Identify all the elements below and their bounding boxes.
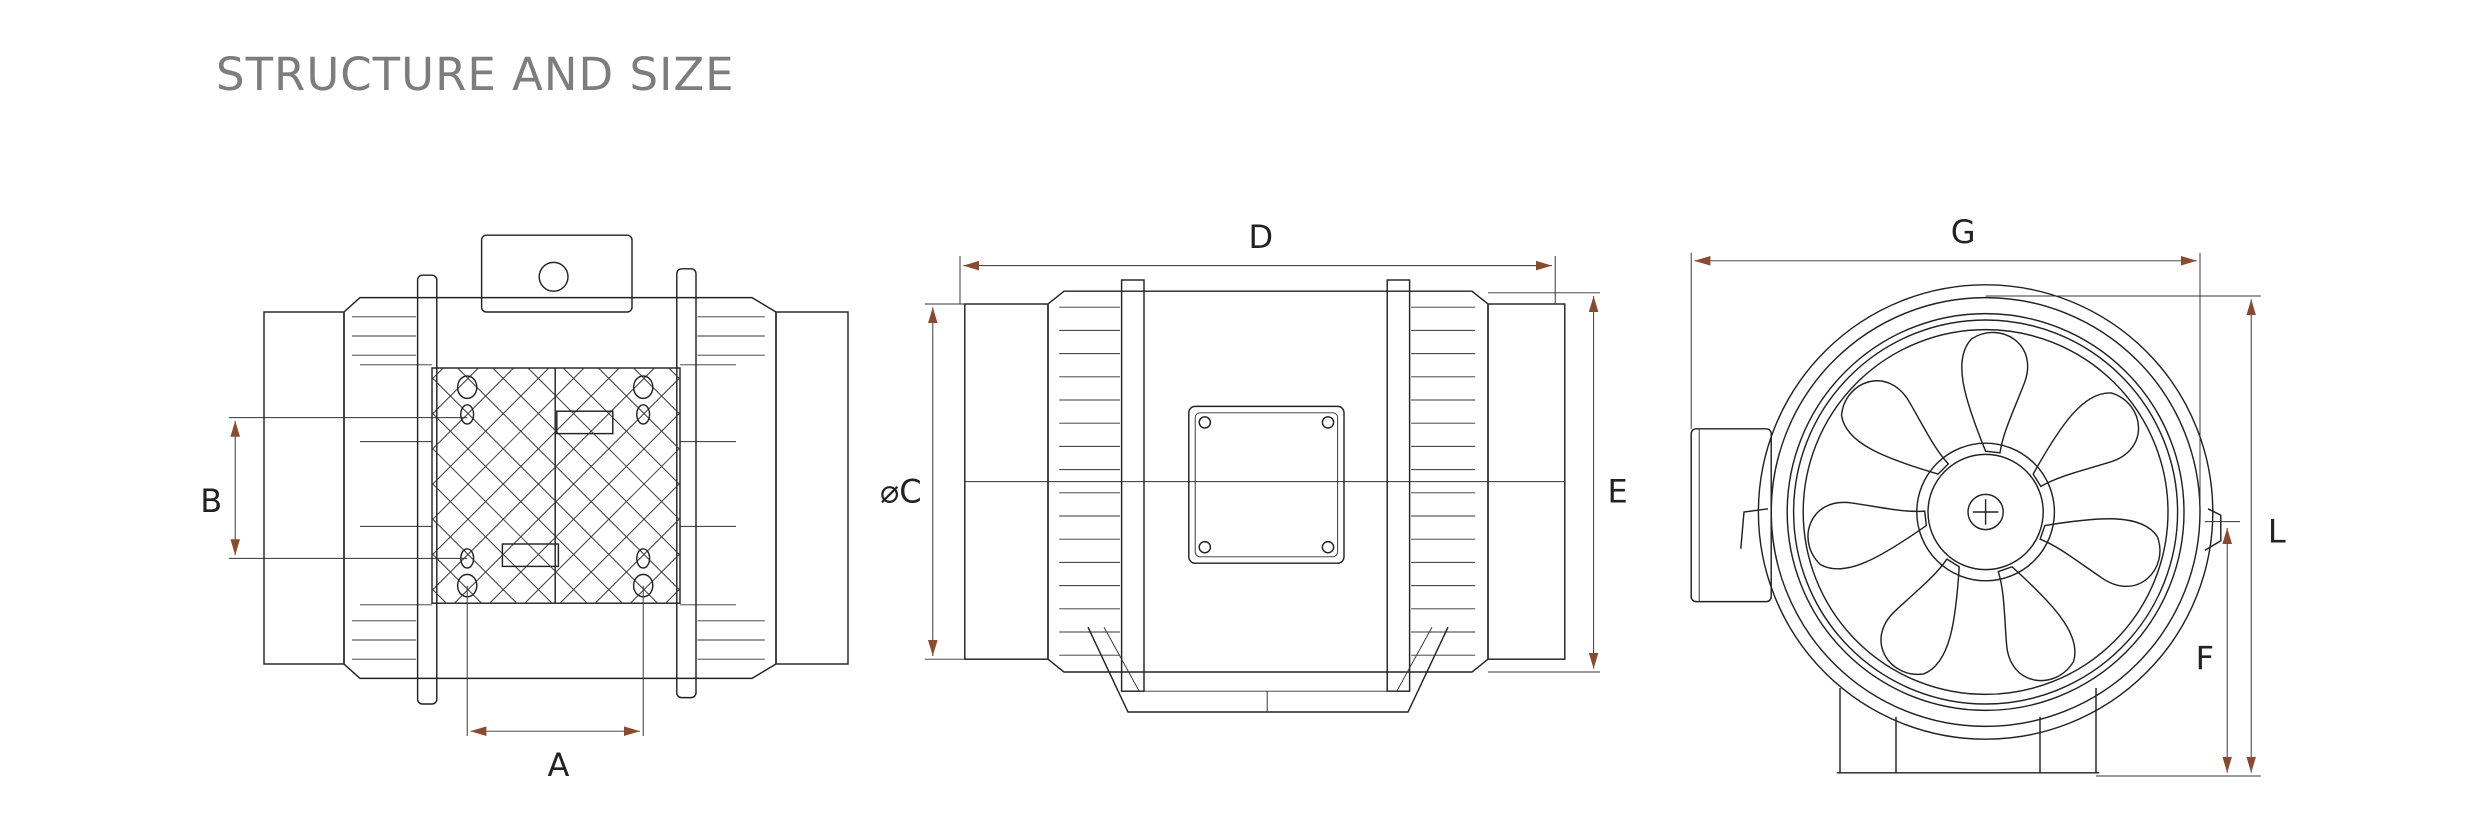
latch-bottom — [501, 543, 560, 568]
terminal-box — [1188, 405, 1345, 564]
fan-blade — [2032, 392, 2140, 488]
dimension-l-label: L — [2268, 512, 2286, 550]
dimension-f-label: F — [2196, 639, 2214, 677]
latch-top — [556, 410, 614, 435]
cable-gland — [538, 261, 569, 292]
fan-blade — [1880, 558, 1960, 675]
bottom-view: B A — [200, 234, 849, 784]
mounting-plate-grid — [432, 368, 680, 604]
fan-housing — [343, 296, 777, 680]
housing-ribs — [1059, 306, 1476, 656]
grid-line — [594, 517, 680, 604]
left-duct-collar — [263, 311, 345, 665]
fan-housing — [1047, 290, 1489, 673]
grid-line — [492, 368, 680, 556]
grid-line — [527, 368, 680, 521]
side-clip — [2204, 508, 2222, 552]
hub-screw — [1967, 493, 2004, 531]
grid-line — [432, 368, 655, 592]
grid-line — [432, 368, 444, 380]
side-clip — [1740, 508, 1769, 549]
fan-blade — [2039, 518, 2161, 588]
dimension-e-label: E — [1607, 472, 1627, 510]
fan-blade — [1807, 501, 1928, 570]
left-clamp-bracket — [1120, 279, 1145, 692]
grid-line — [432, 368, 620, 556]
page-title: STRUCTURE AND SIZE — [216, 48, 735, 101]
dimension-b-label: B — [200, 482, 222, 520]
front-view: G L F — [1690, 213, 2286, 777]
grid-line — [432, 517, 518, 604]
grid-line — [664, 588, 680, 604]
grid-line — [457, 368, 680, 592]
dimension-c-label: ⌀C — [880, 472, 922, 510]
grid-line — [488, 412, 680, 604]
grid-line — [432, 552, 483, 604]
fan-blade — [1997, 565, 2076, 682]
grid-line — [432, 482, 553, 604]
right-clamp-bracket — [676, 268, 697, 699]
side-view: D ⌀C E — [880, 218, 1628, 713]
grid-line — [598, 368, 680, 451]
terminal-box-screws — [1198, 416, 1335, 554]
left-clamp-bracket — [416, 274, 438, 705]
grid-line — [524, 447, 680, 604]
grid-line — [432, 376, 659, 604]
dimension-d-label: D — [1248, 218, 1273, 256]
grid-line — [432, 368, 479, 416]
grid-line — [559, 482, 680, 604]
terminal-box — [1690, 428, 1772, 603]
grid-line — [432, 588, 448, 604]
dimension-a-label: A — [547, 746, 569, 784]
right-duct-collar — [775, 311, 849, 665]
housing-ribs — [352, 316, 765, 660]
dimension-g-label: G — [1951, 213, 1976, 251]
hub — [1916, 442, 2056, 582]
grid-line — [432, 368, 550, 486]
mounting-stand — [1836, 688, 2100, 774]
grid-line — [432, 412, 624, 604]
grid-line — [562, 368, 680, 486]
fan-blade — [1840, 380, 1950, 475]
grid-line — [432, 368, 585, 521]
fan-blade — [1961, 331, 2029, 454]
terminal-box — [480, 234, 633, 313]
grid-line — [432, 447, 588, 604]
grid-line — [629, 552, 680, 604]
mounting-stand — [1087, 626, 1449, 713]
right-clamp-bracket — [1386, 279, 1411, 692]
grid-lines — [432, 368, 680, 604]
impeller-blades — [1807, 331, 2161, 682]
mounting-plate — [431, 367, 681, 604]
grid-line — [633, 368, 680, 416]
